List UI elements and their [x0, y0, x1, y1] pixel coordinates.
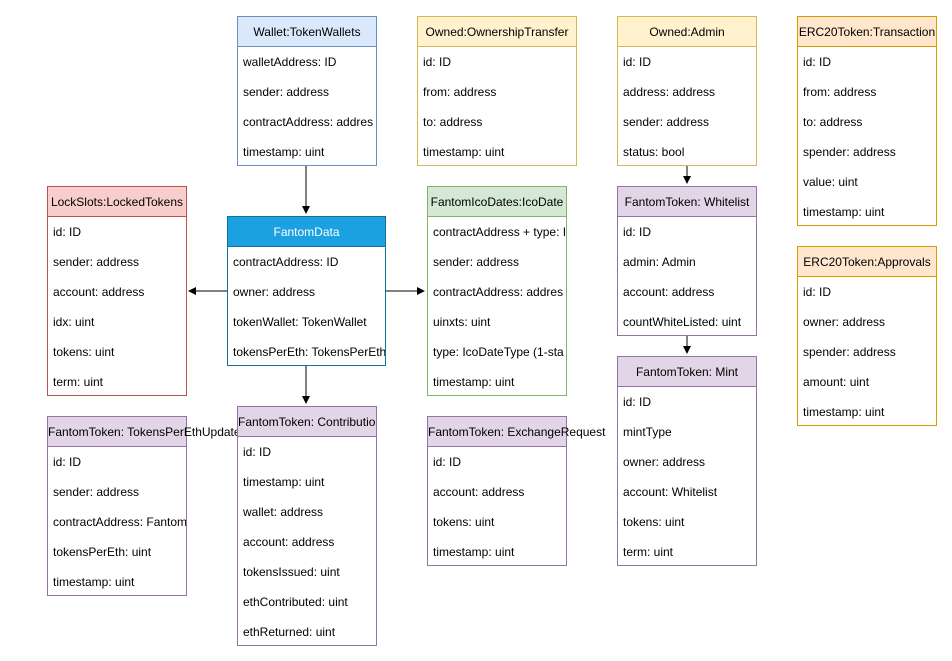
field-row: account: Whitelist — [623, 485, 718, 499]
field-row: owner: address — [233, 285, 316, 299]
entity-tokens-per-eth-updated[interactable]: FantomToken: TokensPerEthUpdated id: ID … — [47, 416, 247, 596]
field-row: id: ID — [623, 55, 652, 69]
entity-fantom-data[interactable]: FantomData contractAddress: ID owner: ad… — [227, 216, 386, 366]
field-row: wallet: address — [243, 505, 324, 519]
field-row: status: bool — [623, 145, 685, 159]
field-row: id: ID — [423, 55, 452, 69]
field-row: timestamp: uint — [243, 145, 325, 159]
field-row: walletAddress: ID — [243, 55, 337, 69]
field-row: id: ID — [433, 455, 462, 469]
entity-exchange-request[interactable]: FantomToken: ExchangeRequest id: ID acco… — [427, 416, 605, 566]
field-row: timestamp: uint — [423, 145, 505, 159]
entity-ownership-transfer[interactable]: Owned:OwnershipTransfer id: ID from: add… — [417, 16, 577, 166]
field-row: tokensIssued: uint — [243, 565, 340, 579]
field-row: sender: address — [433, 255, 520, 269]
field-row: term: uint — [623, 545, 674, 559]
entity-title: Wallet:TokenWallets — [238, 17, 376, 47]
field-row: spender: address — [803, 345, 896, 359]
entity-title: ERC20Token:Transaction — [798, 17, 936, 47]
entity-title: FantomToken: Contribution — [238, 407, 376, 437]
field-row: type: IcoDateType (1-sta — [433, 345, 564, 359]
entity-mint[interactable]: FantomToken: Mint id: ID mintType owner:… — [617, 356, 757, 566]
field-row: value: uint — [803, 175, 858, 189]
entity-locked-tokens[interactable]: LockSlots:LockedTokens id: ID sender: ad… — [47, 186, 187, 396]
field-row: timestamp: uint — [433, 375, 515, 389]
field-row: sender: address — [243, 85, 330, 99]
field-row: id: ID — [803, 285, 832, 299]
field-row: from: address — [803, 85, 877, 99]
entity-title: FantomToken: ExchangeRequest — [428, 417, 605, 447]
field-row: ethReturned: uint — [243, 625, 336, 639]
field-row: mintType — [623, 425, 672, 439]
field-row: tokens: uint — [433, 515, 495, 529]
field-row: uinxts: uint — [433, 315, 491, 329]
entity-title: Owned:Admin — [618, 17, 756, 47]
field-row: countWhiteListed: uint — [623, 315, 742, 329]
field-row: amount: uint — [803, 375, 870, 389]
field-row: admin: Admin — [623, 255, 696, 269]
field-row: tokens: uint — [623, 515, 685, 529]
entity-erc20-transaction[interactable]: ERC20Token:Transaction id: ID from: addr… — [797, 16, 937, 226]
field-row: idx: uint — [53, 315, 95, 329]
entity-erc20-approvals[interactable]: ERC20Token:Approvals id: ID owner: addre… — [797, 246, 937, 426]
entity-title: Owned:OwnershipTransfer — [418, 17, 576, 47]
entity-title: LockSlots:LockedTokens — [48, 187, 186, 217]
field-row: spender: address — [803, 145, 896, 159]
field-row: ethContributed: uint — [243, 595, 348, 609]
entity-title: FantomToken: Mint — [618, 357, 756, 387]
field-row: timestamp: uint — [803, 205, 885, 219]
field-row: address: address — [623, 85, 716, 99]
field-row: tokensPerEth: uint — [53, 545, 152, 559]
field-row: timestamp: uint — [243, 475, 325, 489]
field-row: id: ID — [243, 445, 272, 459]
field-row: tokenWallet: TokenWallet — [233, 315, 367, 329]
entity-title: FantomData — [228, 217, 385, 247]
field-row: account: address — [53, 285, 145, 299]
field-row: contractAddress + type: I — [433, 225, 566, 239]
field-row: sender: address — [623, 115, 710, 129]
field-row: owner: address — [803, 315, 886, 329]
field-row: owner: address — [623, 455, 706, 469]
field-row: id: ID — [53, 455, 82, 469]
field-row: sender: address — [53, 255, 140, 269]
field-row: to: address — [803, 115, 863, 129]
field-row: tokensPerEth: TokensPerEth — [233, 345, 385, 359]
entity-title: FantomToken: Whitelist — [618, 187, 756, 217]
field-row: account: address — [243, 535, 335, 549]
entity-whitelist[interactable]: FantomToken: Whitelist id: ID admin: Adm… — [617, 186, 757, 336]
entity-owned-admin[interactable]: Owned:Admin id: ID address: address send… — [617, 16, 757, 166]
field-row: contractAddress: addres — [243, 115, 374, 129]
entity-ico-date[interactable]: FantomIcoDates:IcoDate contractAddress +… — [427, 186, 567, 396]
field-row: timestamp: uint — [433, 545, 515, 559]
field-row: contractAddress: addres — [433, 285, 564, 299]
entity-title: FantomToken: TokensPerEthUpdated — [48, 417, 247, 447]
field-row: term: uint — [53, 375, 104, 389]
field-row: timestamp: uint — [803, 405, 885, 419]
entity-title: FantomIcoDates:IcoDate — [428, 187, 566, 217]
field-row: sender: address — [53, 485, 140, 499]
field-row: contractAddress: Fantom — [53, 515, 186, 529]
field-row: id: ID — [53, 225, 82, 239]
field-row: to: address — [423, 115, 483, 129]
entity-contribution[interactable]: FantomToken: Contribution id: ID timesta… — [237, 406, 377, 646]
field-row: id: ID — [623, 395, 652, 409]
entity-title: ERC20Token:Approvals — [798, 247, 936, 277]
field-row: contractAddress: ID — [233, 255, 339, 269]
field-row: id: ID — [803, 55, 832, 69]
field-row: timestamp: uint — [53, 575, 135, 589]
entity-token-wallets[interactable]: Wallet:TokenWallets walletAddress: ID se… — [237, 16, 377, 166]
field-row: id: ID — [623, 225, 652, 239]
field-row: tokens: uint — [53, 345, 115, 359]
field-row: account: address — [623, 285, 715, 299]
field-row: account: address — [433, 485, 525, 499]
field-row: from: address — [423, 85, 497, 99]
